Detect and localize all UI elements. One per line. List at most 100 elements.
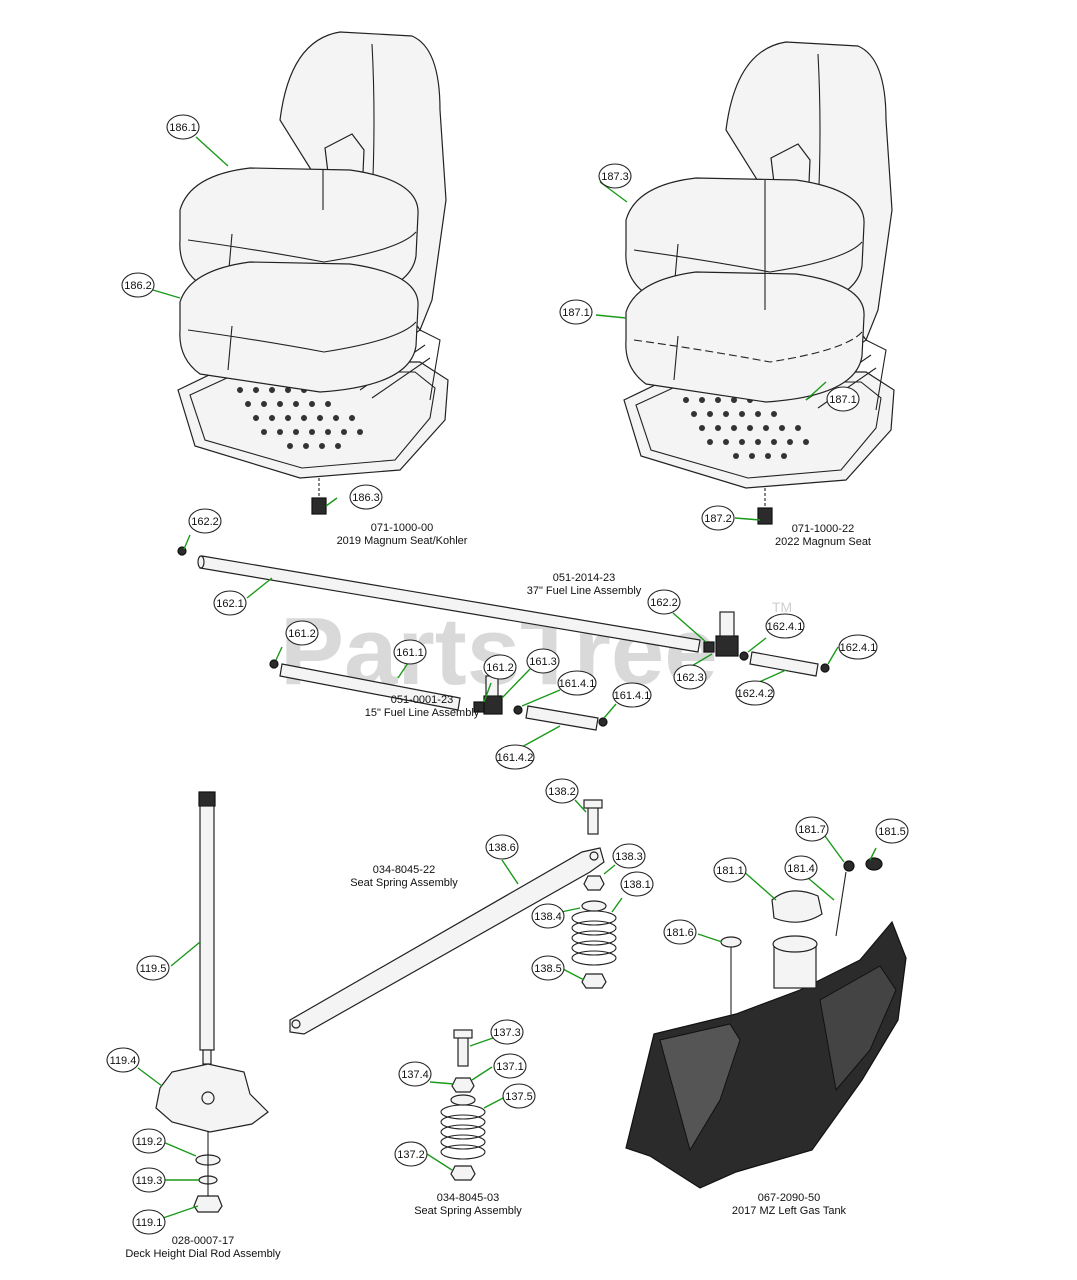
callout-bubble bbox=[136, 955, 170, 981]
callout-119-1: 119.1 bbox=[132, 1209, 166, 1235]
callout-label: 187.1 bbox=[562, 307, 590, 319]
callout-bubble bbox=[673, 664, 707, 690]
callout-label: 181.1 bbox=[716, 865, 744, 877]
callout-137-4: 137.4 bbox=[398, 1061, 432, 1087]
caption-part-number: 071-1000-22 bbox=[792, 523, 854, 535]
callout-bubble bbox=[495, 744, 535, 770]
callout-bubble bbox=[490, 1019, 524, 1045]
caption-part-number: 028-0007-17 bbox=[172, 1235, 234, 1247]
callout-bubble bbox=[531, 903, 565, 929]
callout-137-1: 137.1 bbox=[493, 1053, 527, 1079]
fuel-line-37-drawing bbox=[177, 546, 830, 677]
callout-bubble bbox=[106, 1047, 140, 1073]
callout-bubble bbox=[483, 654, 517, 680]
callout-label: 162.4.1 bbox=[840, 642, 877, 654]
callout-bubble bbox=[795, 816, 829, 842]
callout-bubble bbox=[188, 508, 222, 534]
callout-bubble bbox=[765, 613, 805, 639]
callout-label: 138.5 bbox=[534, 963, 562, 975]
callout-label: 162.2 bbox=[191, 516, 219, 528]
callout-label: 162.4.2 bbox=[737, 688, 774, 700]
callout-119-2: 119.2 bbox=[132, 1128, 166, 1154]
callout-label: 181.7 bbox=[798, 824, 826, 836]
callout-181-6: 181.6 bbox=[663, 919, 697, 945]
caption-part-number: 067-2090-50 bbox=[758, 1192, 820, 1204]
caption-part-number: 034-8045-22 bbox=[373, 864, 435, 876]
spring-137-coils bbox=[440, 1104, 486, 1160]
callout-bubble bbox=[838, 634, 878, 660]
callout-161-3: 161.3 bbox=[526, 648, 560, 674]
caption-description: 2017 MZ Left Gas Tank bbox=[732, 1205, 847, 1217]
callout-bubble bbox=[349, 484, 383, 510]
callout-label: 137.5 bbox=[505, 1091, 533, 1103]
callout-162-4-1: 162.4.1 bbox=[838, 634, 878, 660]
callout-label: 138.2 bbox=[548, 786, 576, 798]
callout-label: 119.1 bbox=[136, 1217, 163, 1229]
callout-137-5: 137.5 bbox=[502, 1083, 536, 1109]
callout-bubble bbox=[398, 1061, 432, 1087]
callout-bubble bbox=[132, 1167, 166, 1193]
callout-label: 119.2 bbox=[136, 1136, 163, 1148]
callout-138-6: 138.6 bbox=[485, 834, 519, 860]
callout-bubble bbox=[557, 670, 597, 696]
callout-161-4-1: 161.4.1 bbox=[557, 670, 597, 696]
callout-186-2: 186.2 bbox=[121, 272, 155, 298]
watermark-tm: TM bbox=[772, 599, 792, 615]
callout-label: 161.4.1 bbox=[614, 690, 651, 702]
callout-bubble bbox=[213, 590, 247, 616]
callout-119-4: 119.4 bbox=[106, 1047, 140, 1073]
callout-label: 119.3 bbox=[136, 1175, 163, 1187]
callout-bubble bbox=[531, 955, 565, 981]
callout-138-2: 138.2 bbox=[545, 778, 579, 804]
callout-bubble bbox=[612, 682, 652, 708]
callout-181-4: 181.4 bbox=[784, 855, 818, 881]
callout-187-1: 187.1 bbox=[826, 386, 860, 412]
callout-label: 138.1 bbox=[623, 879, 651, 891]
caption-description: 2022 Magnum Seat bbox=[775, 536, 871, 548]
callout-label: 186.3 bbox=[352, 492, 380, 504]
callout-bubble bbox=[647, 589, 681, 615]
caption-part-number: 051-2014-23 bbox=[553, 572, 615, 584]
callout-label: 137.4 bbox=[401, 1069, 429, 1081]
callout-bubble bbox=[545, 778, 579, 804]
callout-187-1: 187.1 bbox=[559, 299, 593, 325]
callout-label: 181.4 bbox=[787, 863, 815, 875]
callout-label: 161.3 bbox=[529, 656, 557, 668]
caption-part-number: 071-1000-00 bbox=[371, 522, 433, 534]
callout-161-4-1: 161.4.1 bbox=[612, 682, 652, 708]
callout-bubbles: 186.1186.2186.3187.3187.1187.2187.1162.2… bbox=[106, 114, 909, 1235]
callout-181-5: 181.5 bbox=[875, 818, 909, 844]
callout-bubble bbox=[285, 620, 319, 646]
callout-138-4: 138.4 bbox=[531, 903, 565, 929]
gas-tank-drawing bbox=[625, 857, 907, 1189]
callout-bubble bbox=[735, 680, 775, 706]
callout-bubble bbox=[663, 919, 697, 945]
callout-138-3: 138.3 bbox=[612, 843, 646, 869]
callout-186-3: 186.3 bbox=[349, 484, 383, 510]
callout-162-4-1: 162.4.1 bbox=[765, 613, 805, 639]
caption-description: Deck Height Dial Rod Assembly bbox=[125, 1248, 281, 1260]
callout-161-4-2: 161.4.2 bbox=[495, 744, 535, 770]
callout-162-1: 162.1 bbox=[213, 590, 247, 616]
seat-2022-drawing bbox=[623, 41, 895, 525]
callout-label: 187.3 bbox=[601, 171, 629, 183]
caption-part-number: 051-0001-23 bbox=[391, 694, 453, 706]
callout-162-4-2: 162.4.2 bbox=[735, 680, 775, 706]
callout-label: 187.2 bbox=[704, 513, 732, 525]
callout-138-1: 138.1 bbox=[620, 871, 654, 897]
callout-label: 138.6 bbox=[488, 842, 516, 854]
callout-bubble bbox=[559, 299, 593, 325]
fuel-line-15-drawing bbox=[269, 659, 608, 731]
callout-label: 187.1 bbox=[829, 394, 857, 406]
callout-bubble bbox=[485, 834, 519, 860]
callout-181-7: 181.7 bbox=[795, 816, 829, 842]
